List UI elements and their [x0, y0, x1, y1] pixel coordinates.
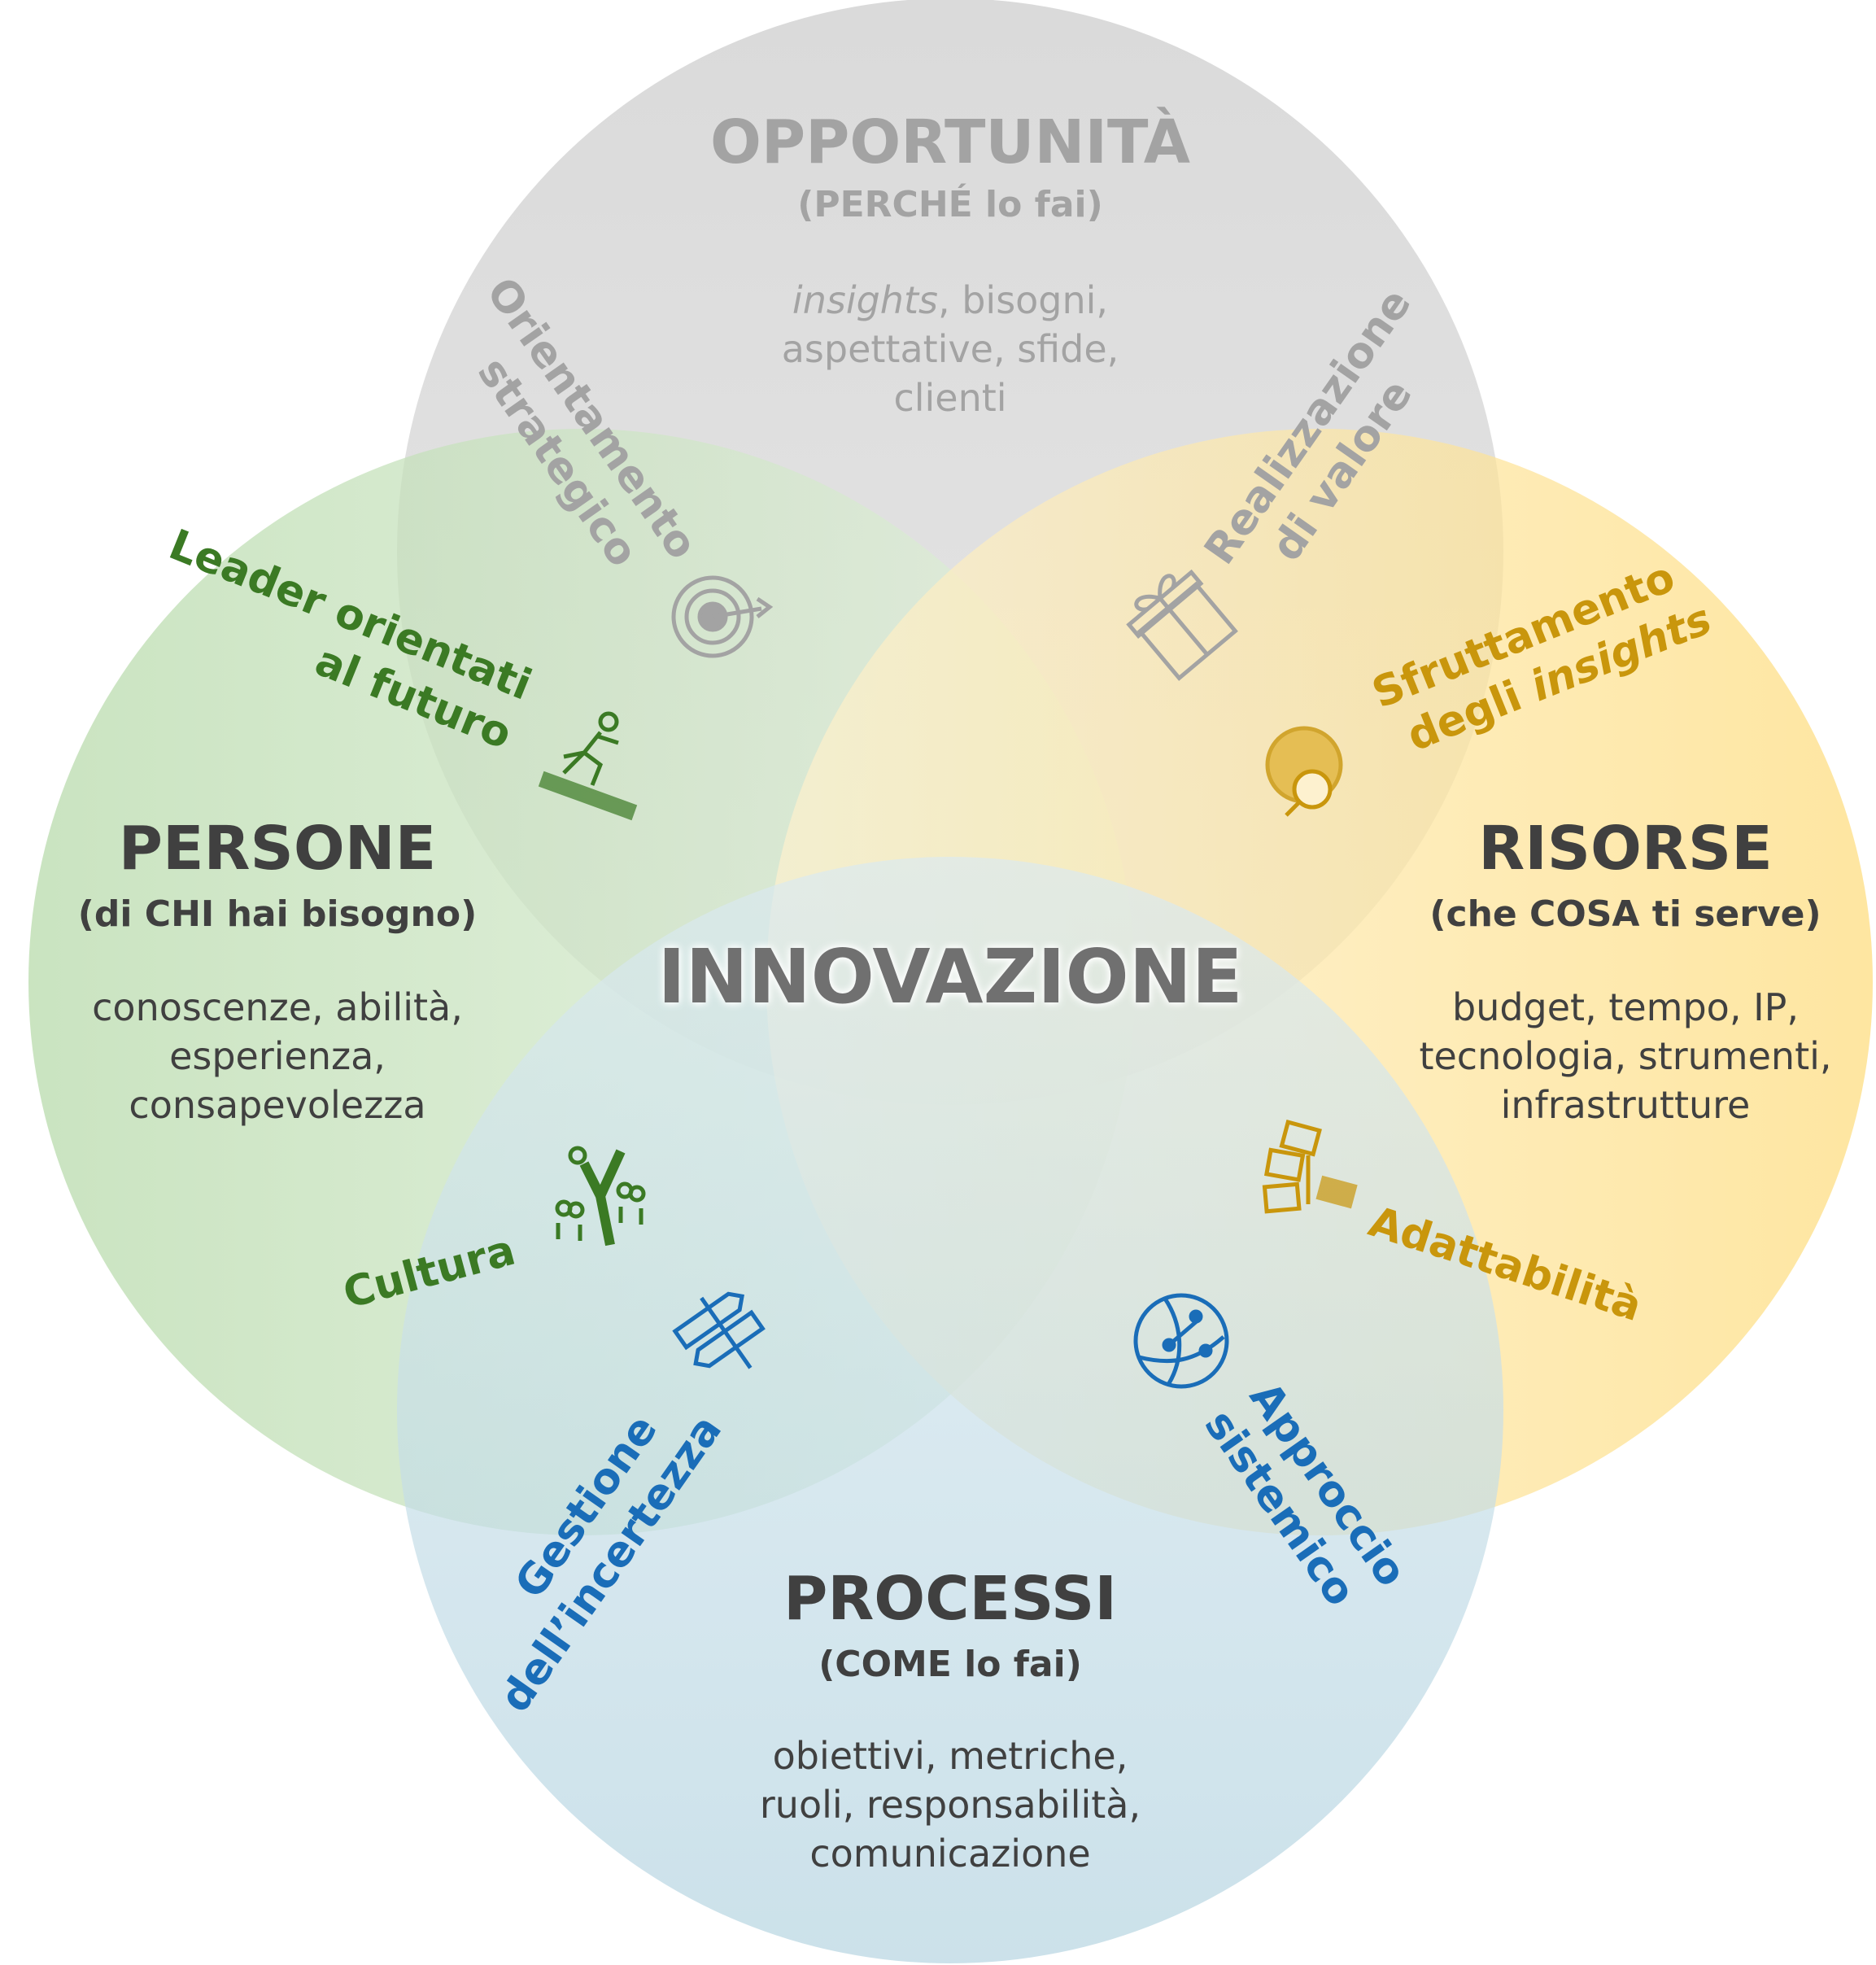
processi-block: PROCESSI (COME lo fai) obiettivi, metric…	[760, 1564, 1141, 1875]
processi-line: comunicazione	[809, 1832, 1090, 1875]
opportunita-line3: clienti	[893, 376, 1006, 420]
opportunita-subtitle: (PERCHÉ lo fai)	[797, 182, 1102, 225]
risorse-line: budget, tempo, IP,	[1452, 985, 1799, 1029]
risorse-title: RISORSE	[1478, 814, 1773, 884]
risorse-line: infrastrutture	[1501, 1083, 1751, 1127]
innovazione-label: INNOVAZIONE	[657, 933, 1242, 1020]
opportunita-line2: aspettative, sfide,	[782, 327, 1119, 371]
runner-stairs-icon	[538, 711, 638, 821]
persone-subtitle: (di CHI hai bisogno)	[78, 893, 477, 935]
opportunita-line1-rest: , bisogni,	[938, 278, 1108, 322]
processi-title: PROCESSI	[783, 1564, 1117, 1634]
persone-line: consapevolezza	[129, 1083, 425, 1127]
processi-line: ruoli, responsabilità,	[760, 1783, 1141, 1827]
insights-word: insights	[792, 278, 938, 322]
opportunita-title: OPPORTUNITÀ	[710, 106, 1190, 177]
persone-block: PERSONE (di CHI hai bisogno) conoscenze,…	[78, 814, 477, 1127]
persone-line: esperienza,	[169, 1034, 386, 1078]
processi-line: obiettivi, metriche,	[773, 1734, 1128, 1778]
opportunita-block: OPPORTUNITÀ (PERCHÉ lo fai) insights, bi…	[710, 106, 1190, 420]
opportunita-line1: insights, bisogni,	[792, 278, 1108, 322]
network-globe-icon	[1133, 1293, 1229, 1389]
signpost-icon	[672, 1291, 766, 1369]
persone-line: conoscenze, abilità,	[92, 985, 463, 1029]
processi-subtitle: (COME lo fai)	[818, 1644, 1082, 1685]
risorse-subtitle: (che COSA ti serve)	[1429, 893, 1821, 935]
building-blocks-icon	[1262, 1120, 1358, 1214]
risorse-block: RISORSE (che COSA ti serve) budget, temp…	[1419, 814, 1831, 1127]
persone-title: PERSONE	[119, 814, 436, 884]
circle-processi	[397, 857, 1503, 1963]
gift-icon	[1126, 569, 1238, 681]
target-icon	[671, 575, 774, 658]
risorse-line: tecnologia, strumenti,	[1419, 1034, 1831, 1078]
culture-people-icon	[555, 1146, 646, 1247]
globe-magnifier-icon	[1265, 726, 1343, 817]
